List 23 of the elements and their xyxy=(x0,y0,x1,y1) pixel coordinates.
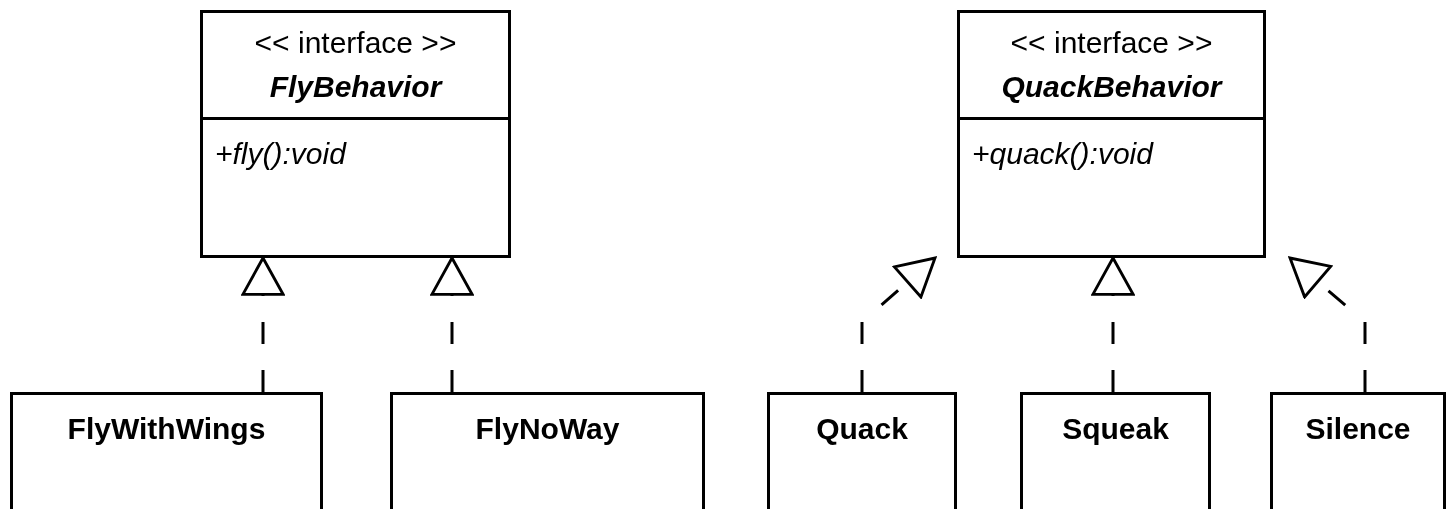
realization-arrow xyxy=(430,256,474,392)
class-box xyxy=(1020,392,1211,509)
class-name: QuackBehavior xyxy=(1001,69,1222,105)
class-name: Silence xyxy=(1305,411,1411,447)
class-name: Squeak xyxy=(1062,411,1169,447)
realization-arrow xyxy=(1288,256,1367,392)
interface-class-box xyxy=(200,10,511,258)
realization-arrow xyxy=(241,256,285,392)
class-box xyxy=(1270,392,1446,509)
class-name: Quack xyxy=(816,411,908,447)
class-box xyxy=(10,392,323,509)
class-box xyxy=(390,392,705,509)
class-name: FlyNoWay xyxy=(475,411,620,447)
stereotype-label: << interface >> xyxy=(254,25,457,61)
method-signature: +fly():void xyxy=(214,136,348,172)
stereotype-label: << interface >> xyxy=(1010,25,1213,61)
class-name: FlyBehavior xyxy=(269,69,442,105)
class-name: FlyWithWings xyxy=(67,411,266,447)
interface-class-box xyxy=(957,10,1266,258)
class-box xyxy=(767,392,957,509)
realization-arrow xyxy=(1091,256,1135,392)
realization-arrow xyxy=(860,256,937,392)
method-signature: +quack():void xyxy=(971,136,1155,172)
